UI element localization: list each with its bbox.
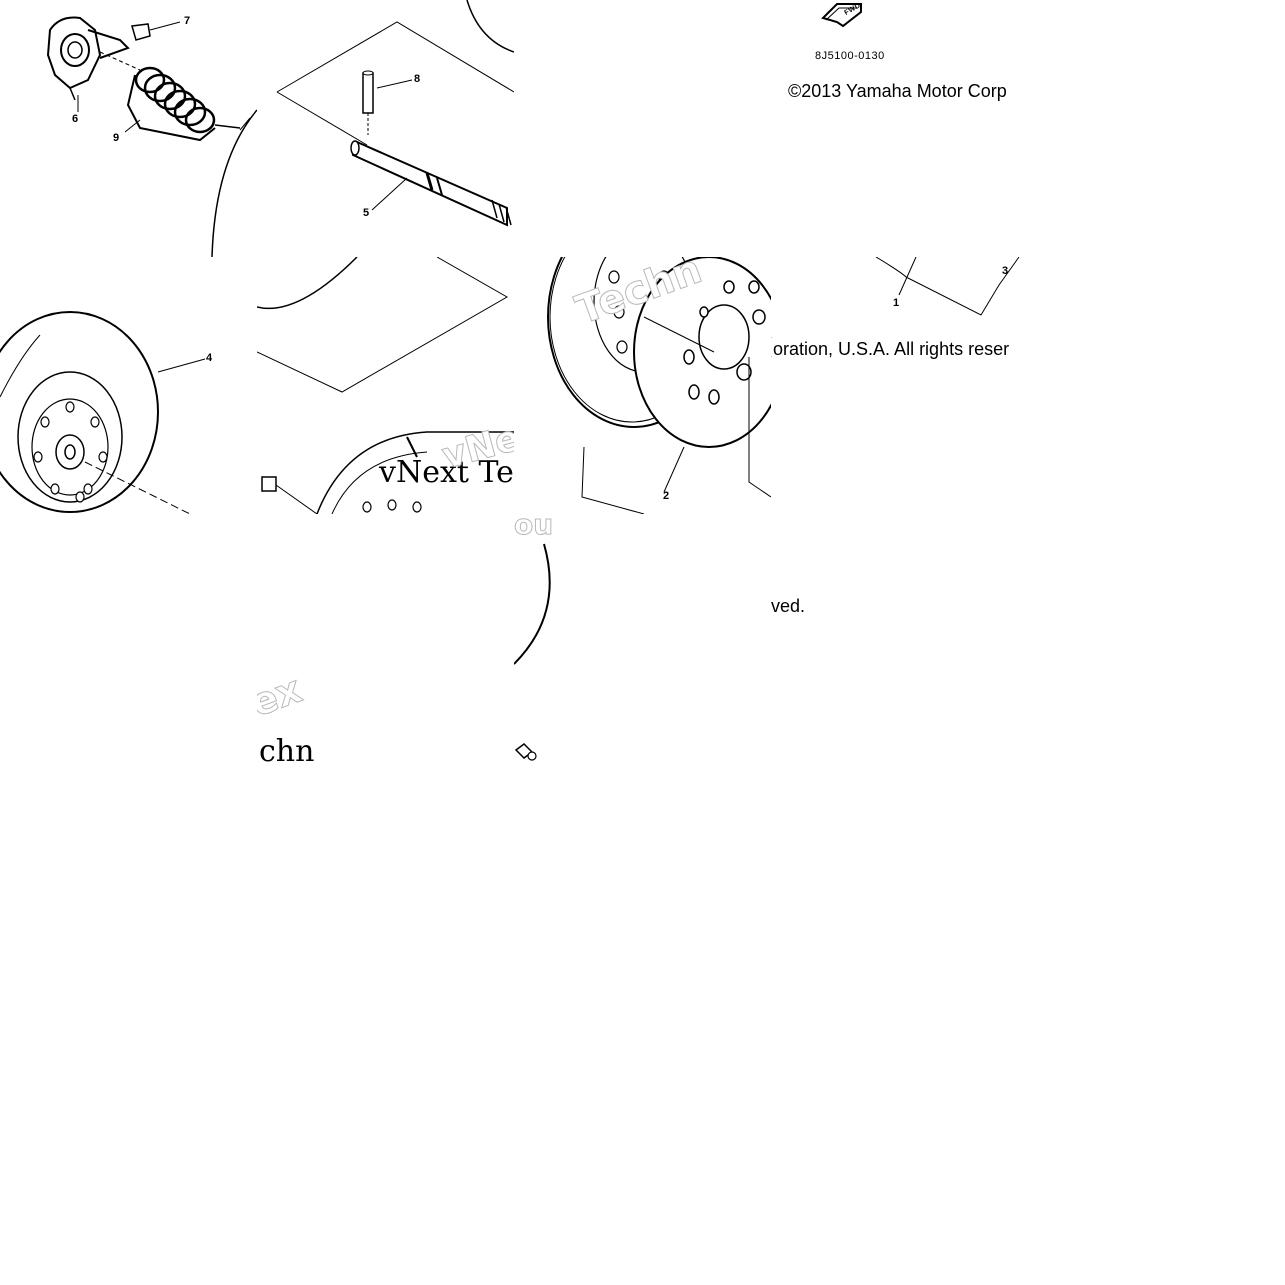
fwd-arrow-icon: [821, 3, 862, 28]
callout-5: 5: [363, 207, 370, 219]
diagram-tile-disk-4: 4: [0, 257, 257, 514]
diagram-tile-watermark: ex chn: [257, 514, 514, 771]
box-drawing: [257, 257, 514, 514]
watermark-text-f: ou: [514, 514, 554, 542]
spring-bracket-drawing: [46, 16, 257, 257]
callout-8: 8: [414, 73, 421, 85]
callout-3: 3: [1002, 265, 1009, 277]
diagram-tile-shaft: 8 5: [257, 0, 514, 257]
curve-drawing: [514, 543, 551, 761]
shaft-drawing: [276, 0, 514, 227]
watermark-text-a: vNext Te: [379, 455, 514, 490]
callout-9: 9: [113, 132, 120, 144]
disk-4-drawing: [0, 311, 206, 514]
callout-6: 6: [72, 113, 79, 125]
diagram-tile-copyright: 3 1 oration, U.S.A. All rights reser: [771, 257, 1028, 514]
watermark-text-b: chn: [259, 734, 315, 769]
diagram-tile-header: FWD 8J5100-0130 ©2013 Yamaha Motor Corp: [771, 0, 1028, 257]
callout-2: 2: [663, 490, 670, 502]
diagram-tile-box: vNext Te vNe: [257, 257, 514, 514]
watermark-text-c: ex: [257, 666, 308, 726]
copyright-line-2: oration, U.S.A. All rights reser: [773, 339, 1010, 359]
diagram-tile-disks-2-3: Techn 2: [514, 257, 771, 514]
callout-7: 7: [184, 15, 191, 27]
diagram-tile-spring-bracket: 7 6 9: [0, 0, 257, 257]
copyright-line-1: ©2013 Yamaha Motor Corp: [788, 81, 1007, 101]
diagram-tile-copyright-end: ved.: [771, 514, 1028, 771]
callout-1: 1: [893, 297, 900, 309]
disks-2-3-drawing: [547, 257, 771, 514]
part-code: 8J5100-0130: [815, 50, 885, 62]
leader-lines-drawing: [771, 257, 1020, 357]
copyright-line-3: ved.: [771, 596, 806, 616]
callout-4: 4: [206, 352, 213, 364]
diagram-tile-curve: ou: [514, 514, 771, 771]
